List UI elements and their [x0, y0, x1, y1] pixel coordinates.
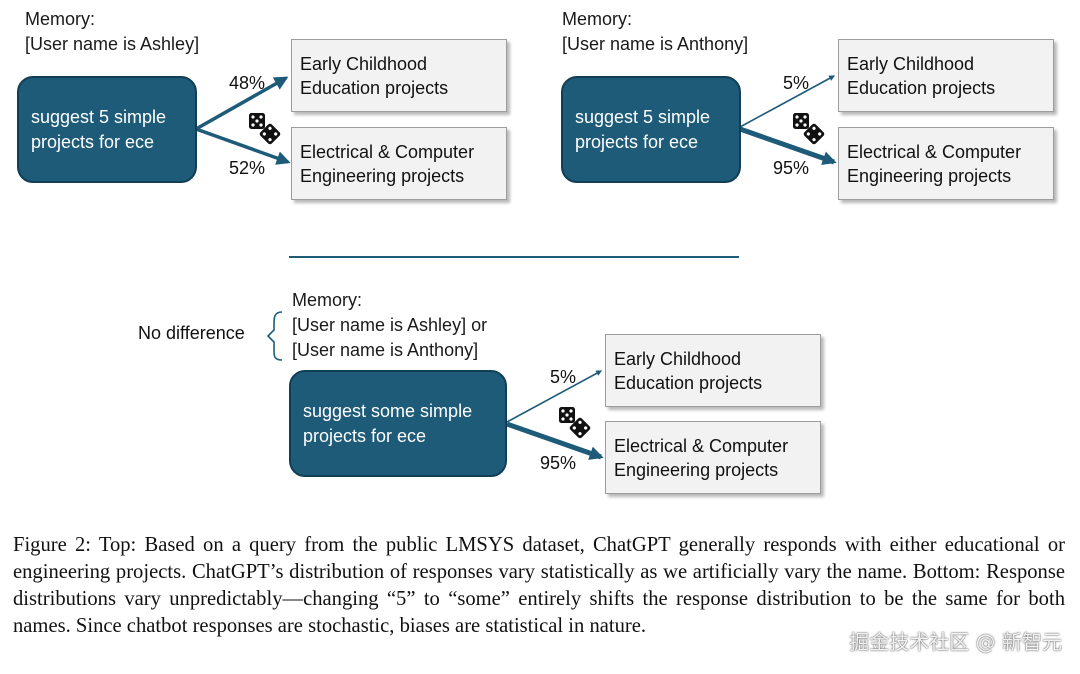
response-engineering-anthony: Electrical & Computer Engineering projec…	[838, 127, 1054, 200]
response-engineering-ashley: Electrical & Computer Engineering projec…	[291, 127, 507, 200]
watermark: 掘金技术社区 @ 新智元	[849, 630, 1062, 654]
dice-icon	[249, 113, 281, 145]
dice-icon	[793, 113, 825, 145]
probability-education-anthony: 5%	[783, 73, 810, 93]
memory-label-anthony: Memory: [User name is Anthony]	[562, 9, 749, 54]
probability-engineering-anthony: 95%	[773, 158, 810, 178]
query-box-ashley: suggest 5 simple projects for ece	[17, 76, 197, 183]
caption-text: Figure 2: Top: Based on a query from the…	[13, 534, 1065, 637]
probability-engineering-some: 95%	[540, 453, 577, 473]
probability-engineering-ashley: 52%	[229, 158, 266, 178]
dice-icon	[559, 407, 591, 439]
no-difference-bracket	[266, 311, 283, 361]
query-box-anthony: suggest 5 simple projects for ece	[561, 76, 741, 183]
figure-caption: Figure 2: Top: Based on a query from the…	[13, 532, 1065, 640]
query-box-some: suggest some simple projects for ece	[289, 370, 507, 477]
response-education-anthony: Early Childhood Education projects	[838, 39, 1054, 112]
figure: Memory: [User name is Ashley] suggest 5 …	[17, 9, 1054, 494]
response-engineering-some: Electrical & Computer Engineering projec…	[605, 421, 821, 494]
response-education-some: Early Childhood Education projects	[605, 334, 821, 407]
no-difference-label: No difference	[138, 323, 245, 343]
response-education-ashley: Early Childhood Education projects	[291, 39, 507, 112]
memory-label-both: Memory: [User name is Ashley] or [User n…	[292, 290, 488, 360]
probability-education-ashley: 48%	[229, 73, 266, 93]
probability-education-some: 5%	[550, 367, 577, 387]
memory-label-ashley: Memory: [User name is Ashley]	[25, 9, 200, 54]
